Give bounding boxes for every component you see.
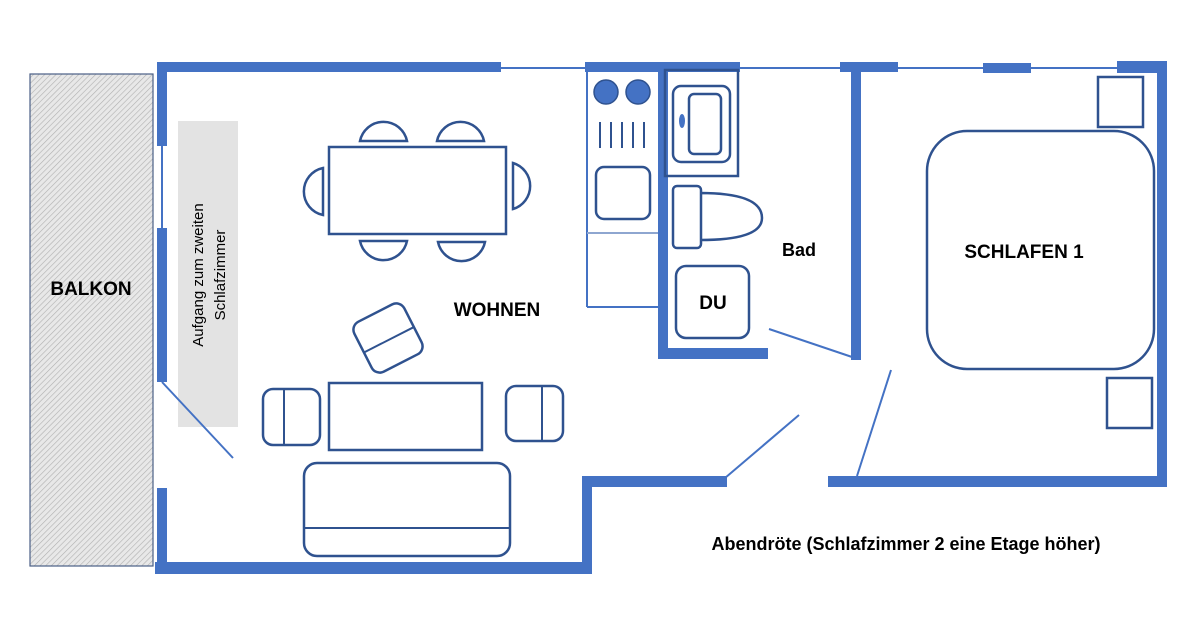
toilet-tank [671,184,703,250]
walls [155,61,1167,574]
kitchen-sink [594,165,652,221]
kitchen [593,79,652,221]
wall-top-bedroom-left [840,62,898,72]
stairs-label-line1: Aufgang zum zweiten [190,203,207,346]
wall-step [582,476,592,574]
nightstand-bottom [1105,376,1154,430]
plan-caption: Abendröte (Schlafzimmer 2 eine Etage höh… [711,534,1100,554]
balcony-label: BALKON [50,279,131,300]
faucet-icon [679,114,685,128]
wall-bath-right [851,62,861,360]
stove-burner-2 [625,79,651,105]
dining-chair-right [511,161,532,211]
wall-bedroom-right [1157,61,1167,487]
armchair-left [261,387,322,447]
wall-top-kitchen [585,62,740,72]
dining-chair-bottom-2 [436,240,487,263]
wall-bottom-living [155,562,591,574]
shower [674,264,751,340]
bathroom: DU Bad [663,68,816,340]
sofa [302,461,512,558]
stair-block [178,121,238,427]
armchair-right [504,384,565,443]
door-entrance [724,414,800,479]
door-bedroom [856,369,892,477]
dining-chair-left [302,166,325,217]
wall-left-1 [157,62,167,146]
balcony: BALKON [29,73,154,567]
coffee-table [327,381,484,452]
dining-chair-top-2 [435,120,486,143]
washbasin-bowl [687,92,723,156]
wall-bedroom-bottom [828,476,1167,487]
living-label: WOHNEN [454,300,541,321]
balcony-area [29,73,154,567]
wall-bath-bottom [658,348,768,359]
door-bath [768,328,856,359]
stove-burner-1 [593,79,619,105]
toilet-bowl [698,191,764,242]
washbasin-cabinet [663,68,740,178]
dining-chair-top-1 [358,120,409,143]
armchair-rotated [352,302,424,374]
shower-label: DU [699,293,726,314]
stairs-label-line2: Schlafzimmer [212,230,229,321]
wall-bottom-hall [582,476,727,487]
bathroom-label: Bad [782,240,816,260]
drying-rack [599,122,645,148]
wall-bath-left [658,72,668,358]
bedroom-label: SCHLAFEN 1 [964,242,1084,263]
wall-top-bedroom-mid [983,63,1031,73]
dining-chair-bottom-1 [358,239,409,262]
bed [925,129,1156,371]
door-balcony [161,381,234,459]
wall-left-2 [157,228,167,382]
stairs: Aufgang zum zweiten Schlafzimmer [178,121,238,427]
wall-top-living [157,62,501,72]
wall-left-3 [157,488,167,572]
wall-top-bedroom-right [1117,61,1166,73]
dining-table [327,145,508,236]
living-room: WOHNEN [261,120,565,558]
nightstand-top [1096,75,1145,129]
bedroom-1: SCHLAFEN 1 [925,75,1156,430]
